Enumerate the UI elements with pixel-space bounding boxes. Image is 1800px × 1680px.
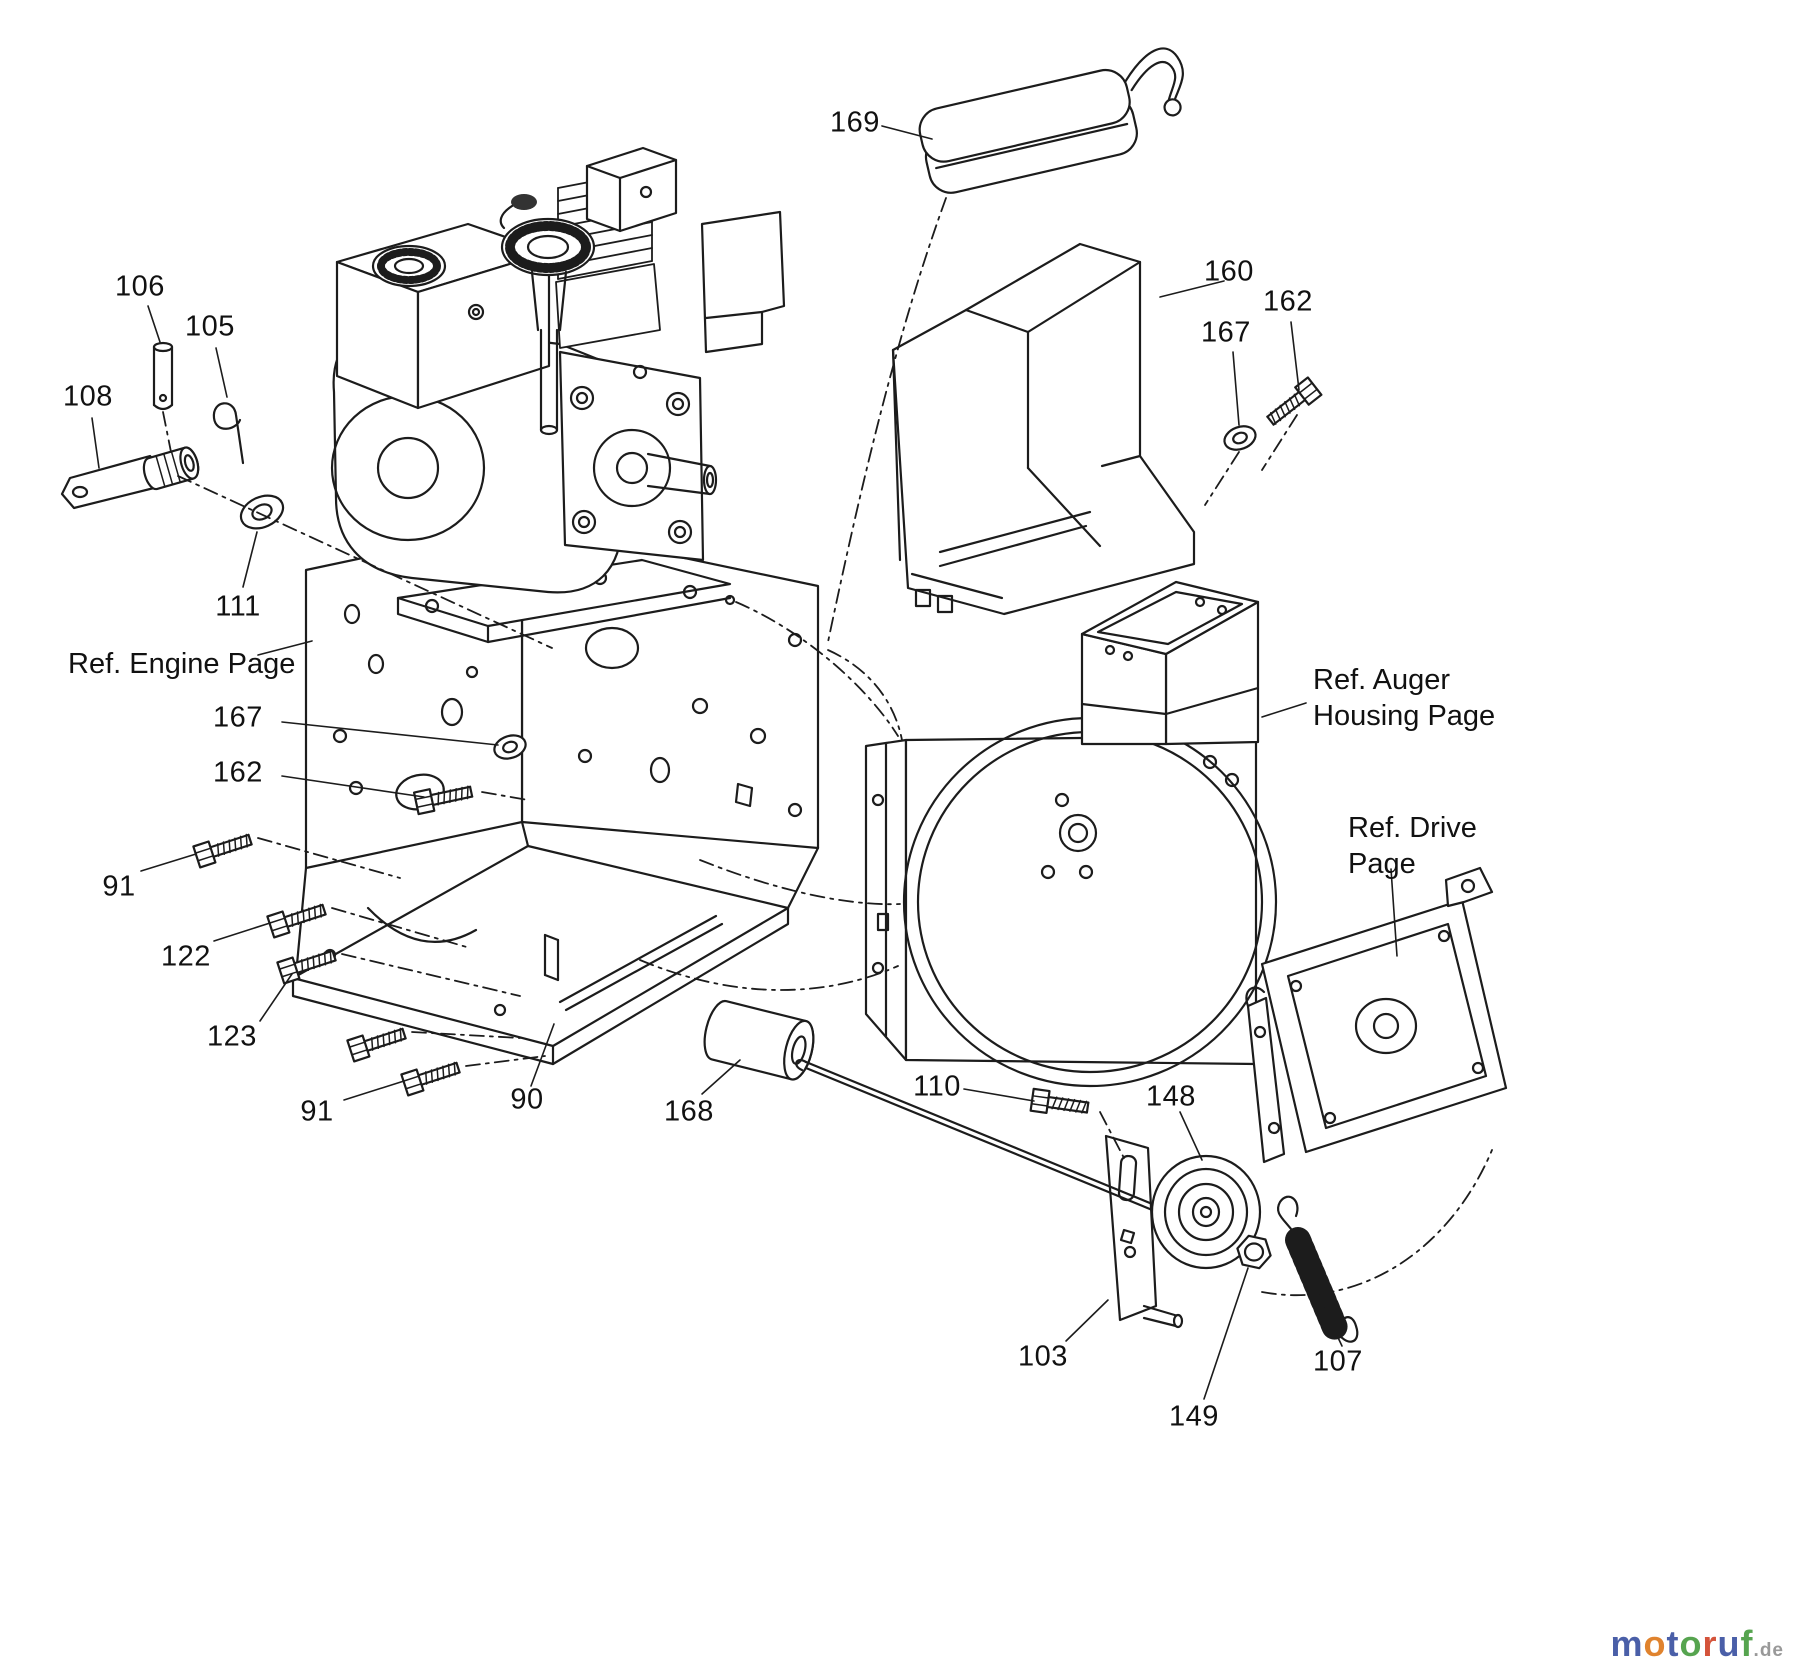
discharge-collar [1080,580,1260,746]
pto-shaft [646,452,718,496]
alignment-dashes [162,197,1493,1297]
watermark-letter: t [1666,1623,1680,1664]
watermark-letter: o [1643,1623,1667,1664]
hex-bolt-122 [266,898,329,939]
oil-fill-cap [500,217,596,436]
washer-167-left [493,734,527,760]
spring-107 [1277,1195,1359,1343]
belt-cover-160 [891,242,1196,616]
auger-housing [864,580,1278,1088]
watermark-letter: o [1679,1623,1703,1664]
watermark-letter: u [1717,1623,1741,1664]
spark-plug [499,194,537,230]
watermark-brand: motoruf [1611,1623,1754,1664]
nut-149 [1236,1234,1272,1270]
battery-cover-169 [918,47,1184,194]
air-cleaner [585,146,678,233]
frame-base-plate [291,820,820,1066]
hex-bolt-123b [346,1022,409,1063]
watermark-letter: m [1610,1623,1644,1664]
washer-167-right [1223,425,1257,451]
gearcase [558,350,705,562]
engine-assembly [330,146,786,644]
bolt-110 [1029,1087,1091,1120]
fuel-cap [371,244,447,288]
leader-lines [91,125,1398,1400]
drive-plate [1245,866,1508,1164]
fuel-tank [335,222,551,410]
muffler-bracket [700,210,786,354]
watermark-letter: r [1702,1623,1718,1664]
frame-tab-90 [543,933,560,982]
washer-111 [239,494,285,530]
idler-pulley-148 [1150,1154,1262,1270]
spacer-168 [703,999,815,1081]
watermark-tld: .de [1753,1640,1784,1661]
hex-bolt-91-upper [192,828,255,869]
watermark: motoruf.de [1611,1626,1784,1662]
r-clip-105 [212,402,245,465]
watermark-letter: f [1740,1623,1754,1664]
hex-bolt-91-lower [400,1056,463,1097]
pin-106 [152,341,174,411]
